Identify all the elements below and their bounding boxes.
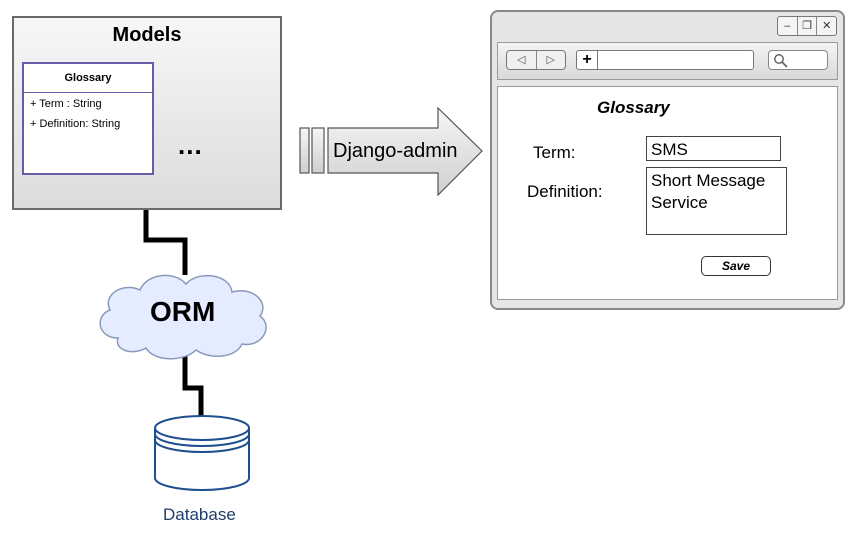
window-controls: – ❐ ✕: [777, 16, 837, 36]
address-bar[interactable]: +: [576, 50, 754, 70]
uml-attribute-definition: + Definition: String: [30, 118, 121, 130]
arrow-stripe-2: [311, 127, 325, 174]
search-icon: [774, 54, 788, 68]
django-admin-arrow: [299, 106, 483, 197]
browser-window: – ❐ ✕ ◁ ▷ + Glossary Term: SMS Definitio…: [490, 10, 845, 310]
arrow-body: [327, 106, 483, 197]
orm-label: ORM: [150, 296, 216, 327]
models-orm-connector: [143, 208, 188, 275]
database-label: Database: [163, 505, 236, 524]
form-title: Glossary: [597, 98, 670, 117]
close-icon[interactable]: ✕: [816, 17, 836, 35]
search-box[interactable]: [768, 50, 828, 70]
models-container: Models Glossary + Term : String + Defini…: [12, 16, 282, 210]
orm-cloud-icon: [99, 274, 267, 360]
save-button[interactable]: Save: [701, 256, 771, 276]
add-tab-icon[interactable]: +: [577, 51, 598, 69]
term-field[interactable]: SMS: [646, 136, 781, 161]
back-icon[interactable]: ◁: [517, 54, 526, 66]
definition-field[interactable]: Short Message Service: [646, 167, 787, 235]
navigation-buttons: ◁ ▷: [506, 50, 566, 70]
definition-label: Definition:: [527, 182, 603, 201]
glossary-class-name: Glossary: [24, 64, 152, 93]
models-title: Models: [112, 24, 182, 46]
forward-icon[interactable]: ▷: [535, 51, 566, 69]
orm-database-connector: [182, 352, 204, 416]
uml-attribute-term: + Term : String: [30, 98, 102, 110]
database-icon: [154, 415, 250, 491]
django-admin-label: Django-admin: [333, 140, 458, 162]
minimize-icon[interactable]: –: [784, 20, 791, 32]
term-label: Term:: [533, 143, 576, 162]
more-models-ellipsis: ...: [178, 130, 203, 160]
restore-icon[interactable]: ❐: [796, 17, 817, 35]
arrow-stripe-1: [299, 127, 310, 174]
glossary-class-box: Glossary + Term : String + Definition: S…: [22, 62, 154, 175]
